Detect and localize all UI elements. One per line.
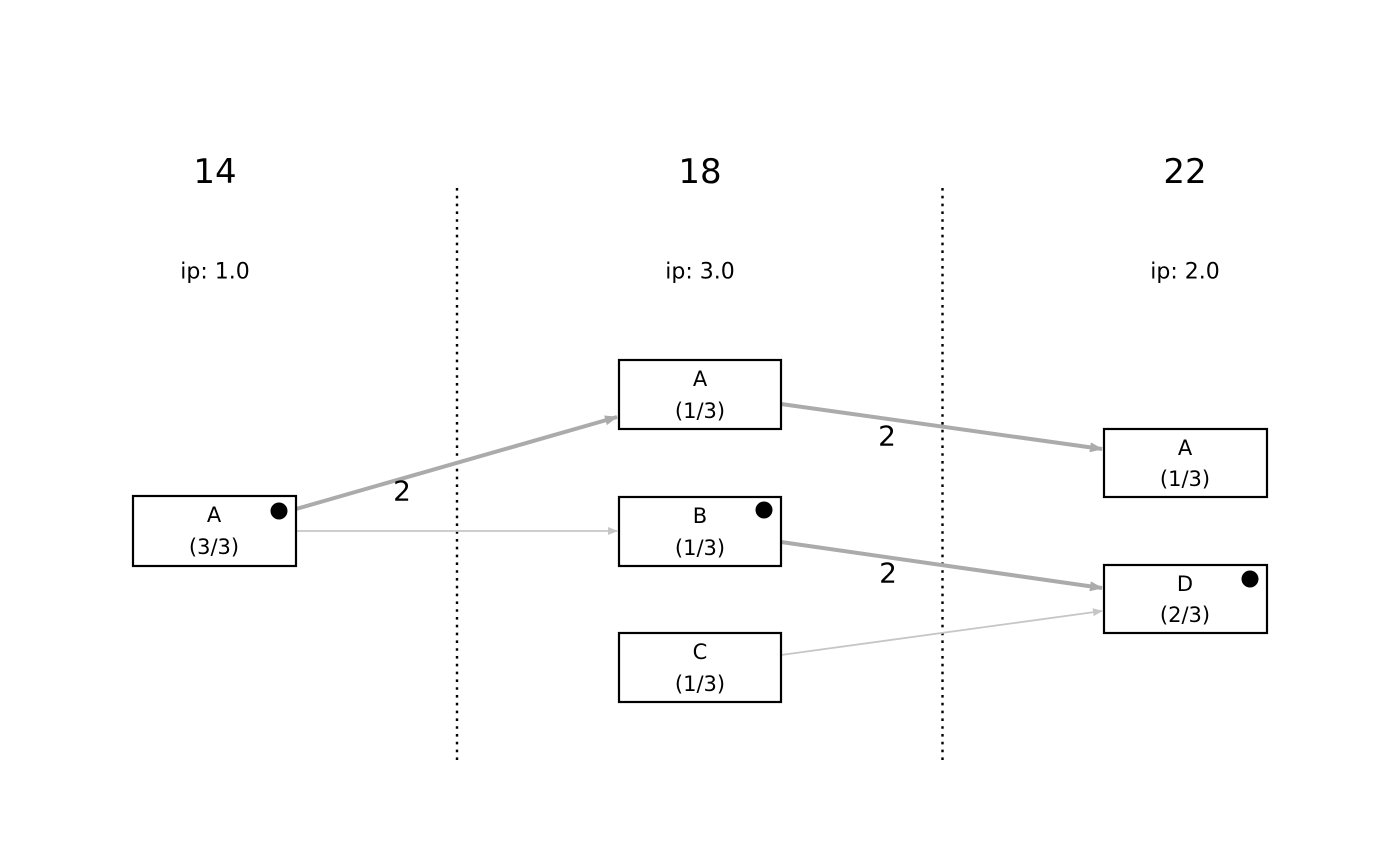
node-box xyxy=(617,495,783,568)
node-count: (1/3) xyxy=(675,672,725,696)
node-box xyxy=(1102,563,1269,635)
node-a-18: A (1/3) xyxy=(617,358,783,431)
node-label: A xyxy=(1178,436,1193,460)
node-box xyxy=(131,494,298,568)
nodes: A (3/3) A (1/3) B (1/3) C (1/3) xyxy=(131,358,1269,704)
column-18-title: 18 xyxy=(678,152,721,192)
edge-c18-to-d22 xyxy=(780,608,1103,656)
edge-weight-label-a18-a22: 2 xyxy=(878,420,896,453)
column-headers: 14 18 22 ip: 1.0 ip: 3.0 ip: 2.0 xyxy=(180,152,1219,285)
node-box xyxy=(617,631,783,704)
node-a-14: A (3/3) xyxy=(131,494,298,568)
selection-marker-dot xyxy=(1241,570,1259,588)
node-a-22: A (1/3) xyxy=(1102,427,1269,499)
selection-marker-dot xyxy=(755,501,773,519)
selection-marker-dot xyxy=(270,502,288,520)
column-22-title: 22 xyxy=(1163,152,1206,192)
column-14-title: 14 xyxy=(193,152,236,192)
edge-b18-to-d22 xyxy=(780,540,1103,592)
edge-a18-to-a22 xyxy=(780,402,1103,453)
node-label: A xyxy=(207,503,222,527)
node-b-18: B (1/3) xyxy=(617,495,783,568)
node-label: A xyxy=(693,367,708,391)
edges: 2 2 2 xyxy=(295,402,1103,656)
node-box xyxy=(1102,427,1269,499)
column-14-ip-label: ip: 1.0 xyxy=(180,260,249,285)
node-label: C xyxy=(693,640,708,664)
column-18-ip-label: ip: 3.0 xyxy=(665,260,734,285)
edge-a14-to-a18 xyxy=(295,415,618,511)
node-c-18: C (1/3) xyxy=(617,631,783,704)
column-22-ip-label: ip: 2.0 xyxy=(1150,260,1219,285)
node-count: (2/3) xyxy=(1160,603,1210,627)
node-box xyxy=(617,358,783,431)
node-d-22: D (2/3) xyxy=(1102,563,1269,635)
node-count: (1/3) xyxy=(675,536,725,560)
node-count: (1/3) xyxy=(1160,467,1210,491)
edge-weight-label-a14-a18: 2 xyxy=(393,475,411,508)
node-label: B xyxy=(693,504,707,528)
node-count: (1/3) xyxy=(675,399,725,423)
edge-weight-label-b18-d22: 2 xyxy=(879,557,897,590)
node-label: D xyxy=(1177,572,1193,596)
node-count: (3/3) xyxy=(189,535,239,559)
